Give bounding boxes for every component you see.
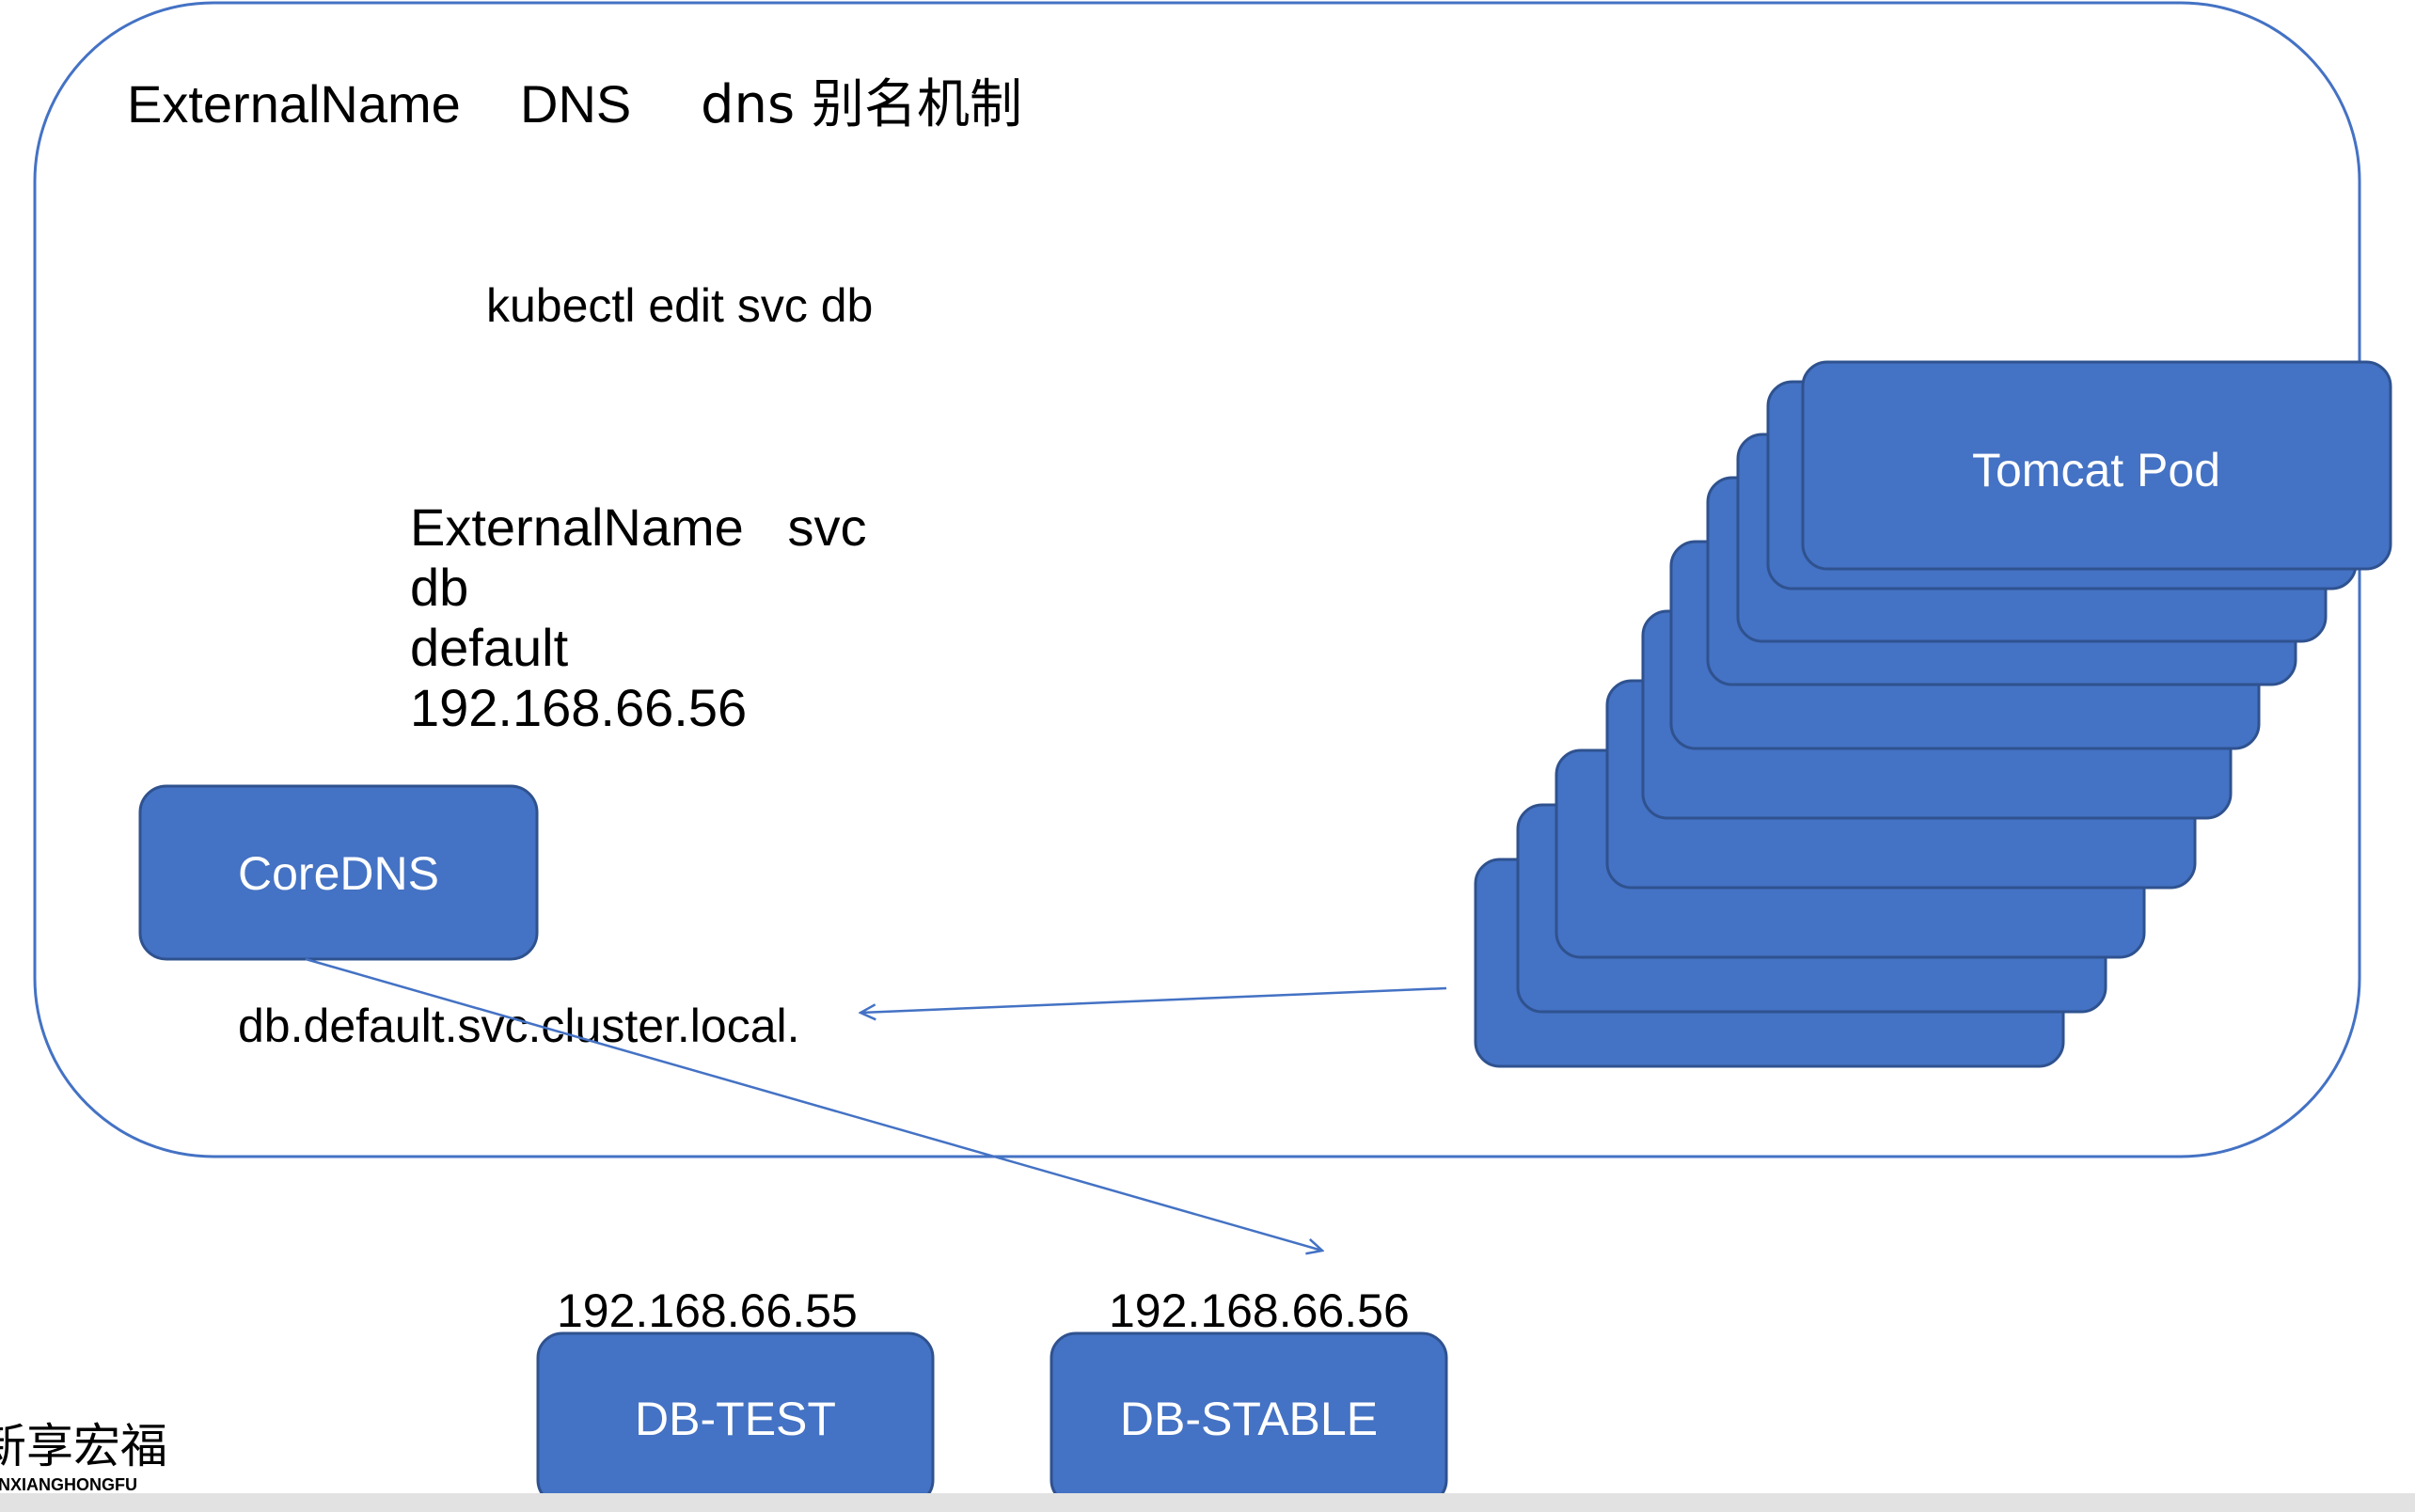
tomcat-pod-stack: Tomcat Pod	[1474, 360, 2392, 1068]
logo-chinese: 新享宏福	[0, 1419, 167, 1473]
logo-english: NXIANGHONGFU	[0, 1475, 137, 1494]
kubectl-command: kubectl edit svc db	[486, 279, 873, 332]
tomcat-pod-card	[1801, 360, 2392, 571]
title-externalname: ExternalName	[127, 74, 461, 134]
db-stable-ip: 192.168.66.56	[1109, 1284, 1410, 1337]
svc-info-name: db	[410, 558, 468, 617]
db-stable-box: DB-STABLE	[1050, 1331, 1448, 1506]
cluster-frame	[33, 1, 2361, 1158]
db-test-ip: 192.168.66.55	[557, 1284, 858, 1337]
db-test-box: DB-TEST	[536, 1331, 935, 1506]
arrow-tomcat-to-dns	[860, 986, 1447, 1013]
arrow-coredns-to-db-stable	[305, 957, 1322, 1251]
svc-info-ip: 192.168.66.56	[410, 678, 747, 737]
svc-info-type: ExternalName svc	[410, 497, 867, 557]
svc-info-namespace: default	[410, 618, 569, 677]
tomcat-pod-label: Tomcat Pod	[1972, 444, 2220, 496]
title-dns-alias: dns 别名机制	[701, 74, 1022, 135]
db-test-label: DB-TEST	[635, 1393, 836, 1445]
bottom-scroll-bar	[0, 1493, 2415, 1512]
db-stable-label: DB-STABLE	[1120, 1393, 1378, 1445]
title-dns: DNS	[520, 74, 631, 134]
company-logo: 新享宏福 NXIANGHONGFU	[0, 1419, 167, 1494]
coredns-box: CoreDNS	[138, 784, 539, 961]
dns-name: db.default.svc.cluster.local.	[238, 1000, 800, 1052]
coredns-label: CoreDNS	[238, 847, 439, 900]
